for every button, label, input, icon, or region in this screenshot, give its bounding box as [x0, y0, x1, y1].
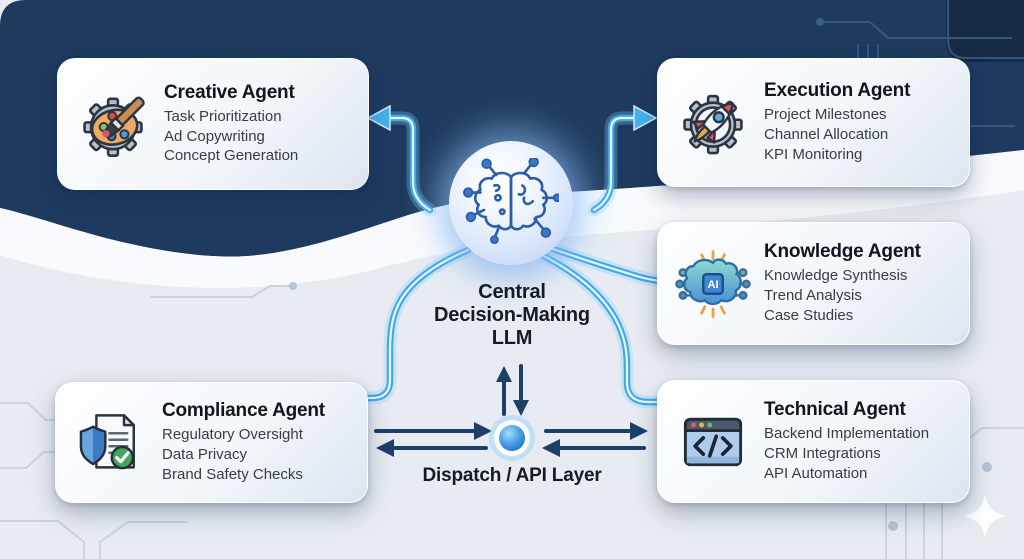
rocket-gear-icon [674, 84, 752, 162]
agent-title: Execution Agent [764, 80, 911, 102]
agent-title: Compliance Agent [162, 400, 325, 422]
central-label-line: LLM [491, 327, 533, 349]
agent-capability: CRM Integrations [764, 445, 881, 463]
central-llm-label: Central Decision-Making LLM [382, 281, 642, 350]
agent-capability: Regulatory Oversight [162, 426, 303, 444]
agent-capability: KPI Monitoring [764, 145, 863, 163]
brain-circuit-icon [463, 158, 559, 245]
agent-capability: Knowledge Synthesis [764, 267, 908, 285]
agent-capability: Concept Generation [164, 147, 299, 165]
compliance-agent-card: Compliance Agent Regulatory Oversight Da… [55, 382, 368, 503]
knowledge-agent-card: AI Knowledge Agent Knowledge Synthesis T… [657, 222, 970, 345]
sparkle-icon [964, 494, 1006, 538]
dispatch-layer-label: Dispatch / API Layer [422, 465, 602, 486]
tube-arrow-right-icon [633, 104, 658, 132]
agent-capability: Project Milestones [764, 106, 887, 124]
agent-title: Technical Agent [764, 399, 906, 421]
palette-brush-gear-icon [74, 85, 152, 163]
creative-agent-card: Creative Agent Task Prioritization Ad Co… [57, 58, 369, 190]
agent-capability: API Automation [764, 464, 868, 482]
execution-agent-card: Execution Agent Project Milestones Chann… [657, 58, 970, 187]
top-right-panel [946, 0, 1024, 62]
tube-arrow-left-icon [366, 104, 391, 132]
shield-document-check-icon [72, 404, 150, 482]
code-window-icon [674, 403, 752, 481]
connection-tubes [366, 104, 662, 402]
central-label-line: Decision-Making [434, 304, 590, 326]
agent-capability: Case Studies [764, 306, 854, 324]
ai-chip-label: AI [707, 279, 718, 291]
agent-title: Creative Agent [164, 81, 295, 103]
agent-capability: Brand Safety Checks [162, 465, 303, 483]
agent-capability: Ad Copywriting [164, 127, 265, 145]
agent-title: Knowledge Agent [764, 241, 921, 263]
dispatch-arrows [374, 364, 648, 457]
dispatch-node-icon [489, 415, 535, 461]
agent-capability: Backend Implementation [764, 425, 930, 443]
agent-capability: Task Prioritization [164, 107, 282, 125]
technical-agent-card: Technical Agent Backend Implementation C… [657, 380, 970, 503]
agent-capability: Channel Allocation [764, 126, 889, 144]
agent-capability: Data Privacy [162, 446, 248, 464]
ai-brain-chip-icon: AI [674, 245, 752, 323]
agent-capability: Trend Analysis [764, 287, 862, 305]
central-llm-node [449, 141, 573, 265]
central-label-line: Central [478, 281, 546, 303]
